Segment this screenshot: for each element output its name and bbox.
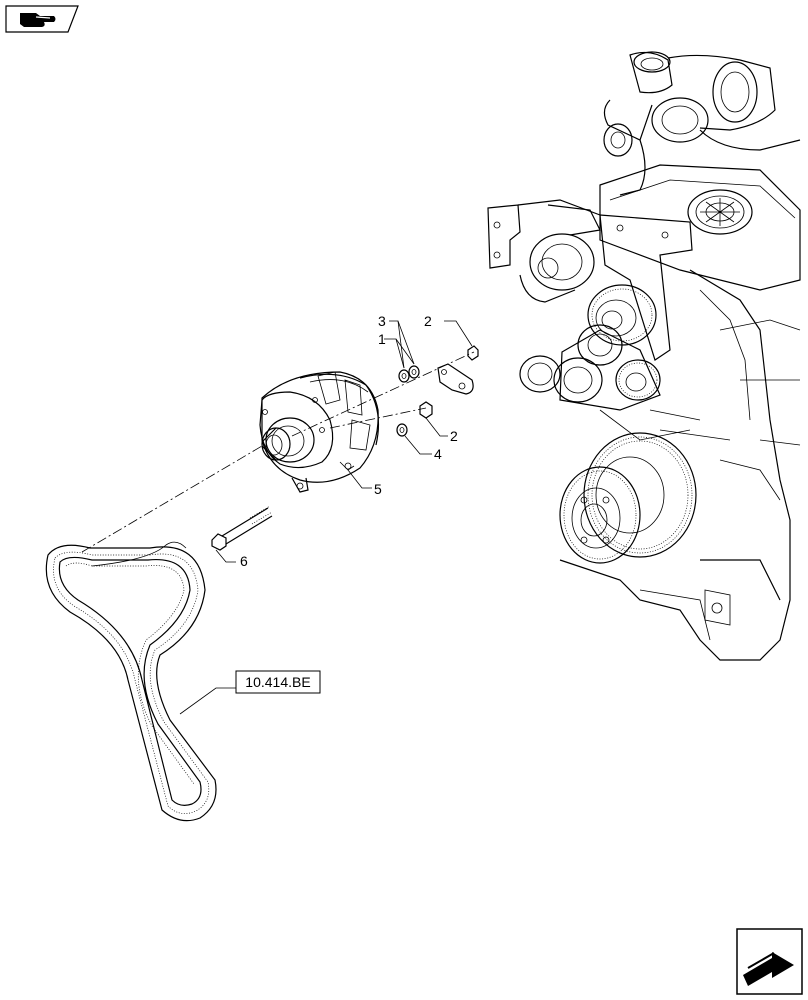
engine-illustration [487,51,801,661]
callout-6: 6 [240,553,248,569]
reference-link-box[interactable]: 10.414.BE [235,670,321,694]
callout-4: 4 [434,446,442,462]
callout-2-bottom: 2 [450,428,458,444]
bracket-illustration [437,363,474,395]
callout-3: 3 [378,313,386,329]
callout-1: 1 [378,331,386,347]
callout-5: 5 [374,481,382,497]
alternator-illustration [259,371,380,493]
leader-lines [179,320,473,715]
centerline [81,351,475,553]
arrow-icon[interactable] [736,928,803,995]
bolt-illustration [211,505,273,551]
hand-pointing-icon[interactable] [5,5,79,33]
callout-2-top: 2 [424,313,432,329]
drive-belt-illustration [45,541,217,822]
reference-link-label: 10.414.BE [245,674,310,690]
hardware-illustration [396,345,479,437]
